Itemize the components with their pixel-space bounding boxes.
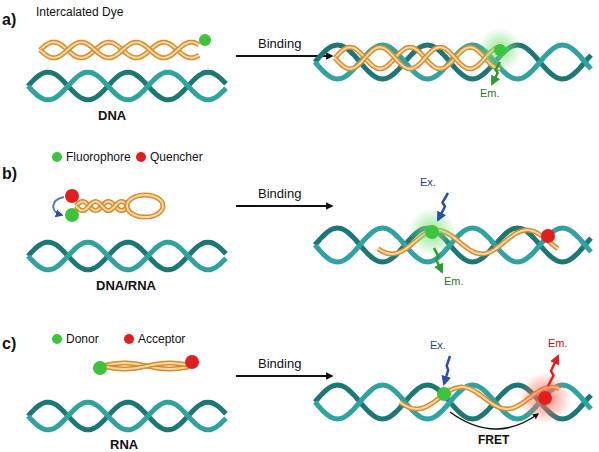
intercalated-dye [494, 44, 506, 56]
acceptor-dot [185, 355, 199, 369]
probe-strand [102, 363, 189, 369]
legend-swatch [52, 152, 62, 162]
emission-label: Em. [444, 276, 464, 287]
binding-arrow [236, 205, 332, 207]
fluorophore-dot [425, 225, 439, 239]
glow [408, 208, 456, 256]
legend-text: Fluorophore [66, 151, 131, 163]
step-label: Binding [258, 187, 301, 200]
probe-strand [76, 201, 127, 210]
binding-arrow [236, 375, 332, 377]
light-bolt [438, 193, 448, 220]
hairpin-loop [127, 195, 163, 217]
probe-strand [102, 363, 189, 369]
probe-strand [40, 42, 199, 58]
helix-strand [315, 45, 591, 79]
probe-strand [335, 47, 500, 69]
probe-strand [76, 201, 127, 210]
fluorophore-dot [65, 208, 79, 222]
legend-text: Quencher [150, 151, 203, 163]
probe-strand [335, 47, 500, 69]
excitation-label: Ex. [420, 177, 436, 188]
quencher-dot [65, 189, 79, 203]
helix-strand [28, 402, 226, 430]
quench-arrow [53, 197, 64, 215]
probe-strand [40, 42, 199, 58]
probe-strand [76, 201, 127, 210]
glow [478, 28, 522, 72]
helix-strand [28, 72, 226, 100]
probe-strand [335, 47, 500, 69]
helix-strand [28, 402, 226, 430]
legend-swatch [124, 334, 134, 344]
panel-letter: a) [2, 12, 16, 28]
legend-swatch [136, 152, 146, 162]
target-label: DNA [98, 109, 126, 122]
legend-swatch [52, 334, 62, 344]
helix-strand [28, 242, 226, 270]
dye-label: Intercalated Dye [36, 6, 123, 18]
acceptor-dot [538, 391, 552, 405]
excitation-label: Ex. [430, 340, 446, 351]
probe-strand [102, 363, 189, 369]
step-label: Binding [258, 357, 301, 370]
light-bolt [548, 356, 558, 386]
glow [519, 372, 571, 424]
probe-strand [335, 47, 500, 69]
process-label: FRET [478, 434, 509, 446]
probe-strand [76, 201, 127, 210]
intercalated-dye [199, 34, 211, 46]
probe-strand [102, 363, 189, 369]
hairpin-loop [127, 195, 163, 217]
probe-strand [378, 230, 558, 254]
donor-dot [93, 361, 107, 375]
helix-strand [28, 242, 226, 270]
probe-strand [378, 230, 558, 254]
panel-letter: b) [2, 166, 17, 182]
panel-letter: c) [2, 336, 16, 352]
target-label: RNA [110, 438, 138, 451]
helix-strand [28, 72, 226, 100]
light-bolt [434, 248, 442, 272]
light-bolt [492, 62, 500, 84]
light-bolt [444, 356, 450, 384]
probe-strand [40, 42, 199, 58]
legend-text: Acceptor [138, 333, 185, 345]
step-label: Binding [258, 37, 301, 50]
emission-label: Em. [548, 338, 568, 349]
probe-strand [40, 42, 199, 58]
target-label: DNA/RNA [96, 279, 156, 292]
helix-strand [315, 45, 591, 79]
quencher-dot [541, 229, 555, 243]
emission-label: Em. [480, 88, 500, 99]
legend-text: Donor [66, 333, 99, 345]
fret-arrow [450, 412, 538, 429]
donor-dot [437, 387, 451, 401]
